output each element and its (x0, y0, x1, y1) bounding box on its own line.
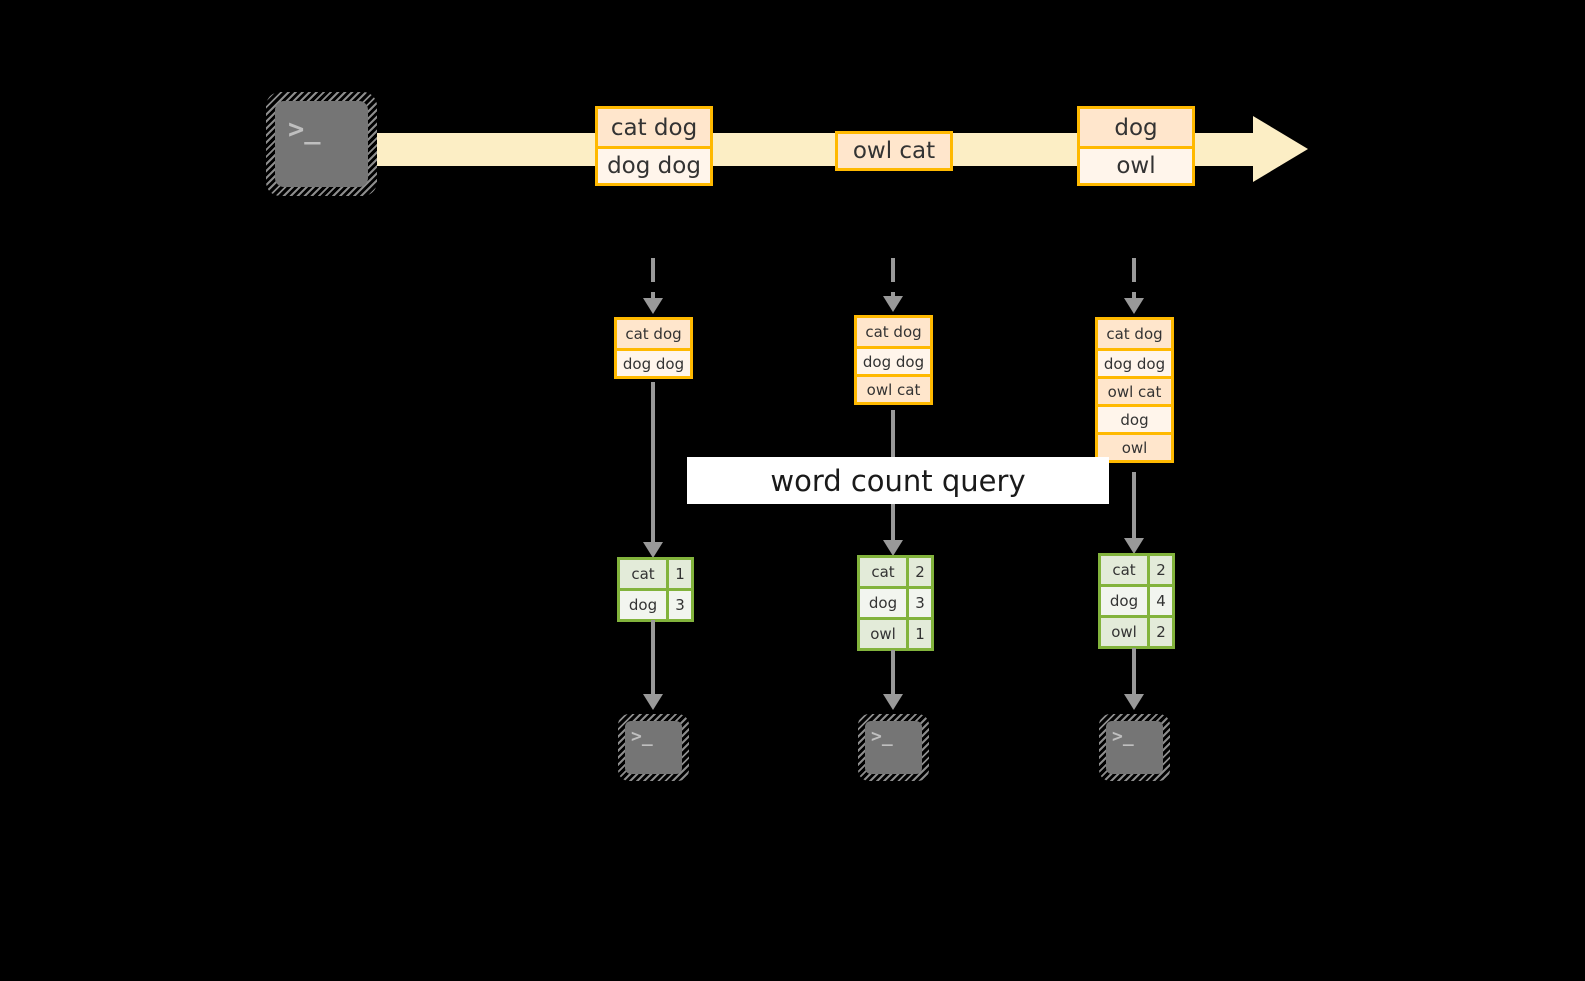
result-word: cat (1101, 556, 1147, 584)
table-row: dog 3 (620, 588, 691, 619)
query-label: word count query (687, 457, 1109, 504)
input-row: owl cat (1098, 376, 1171, 404)
snapshot-1-result-table: cat 1 dog 3 (617, 557, 694, 622)
producer-terminal-icon: >_ (266, 92, 377, 196)
table-row: owl 1 (860, 617, 931, 648)
stream-event-line: cat dog (598, 109, 710, 146)
consumer-terminal-1-icon: >_ (618, 714, 689, 781)
result-word: owl (860, 620, 906, 648)
stream-event-line: dog dog (598, 146, 710, 183)
dashed-arrow-down-icon (1124, 298, 1144, 314)
snapshot-2-output-arrow (891, 650, 895, 698)
input-row: dog dog (1098, 348, 1171, 376)
input-row: owl cat (857, 374, 930, 402)
snapshot-1-output-arrow (651, 620, 655, 698)
dashed-arrow-down-icon (883, 296, 903, 312)
input-row: dog (1098, 404, 1171, 432)
table-row: owl 2 (1101, 615, 1172, 646)
block-arrow-right-icon (1253, 116, 1308, 182)
input-row: owl (1098, 432, 1171, 460)
consumer-terminal-3-icon: >_ (1099, 714, 1170, 781)
result-count: 3 (906, 589, 931, 617)
input-row: cat dog (857, 318, 930, 346)
result-count: 2 (1147, 618, 1172, 646)
arrow-down-icon (643, 694, 663, 710)
terminal-screen (865, 721, 922, 774)
result-count: 1 (666, 560, 691, 588)
dashed-arrow-down-icon (891, 258, 895, 300)
arrow-down-icon (1124, 538, 1144, 554)
snapshot-3-output-arrow (1132, 648, 1136, 698)
result-word: cat (860, 558, 906, 586)
arrow-down-icon (1124, 694, 1144, 710)
stream-event-2: owl cat (835, 131, 953, 171)
terminal-screen (625, 721, 682, 774)
result-count: 4 (1147, 587, 1172, 615)
snapshot-1-query-arrow (651, 382, 655, 550)
result-count: 3 (666, 591, 691, 619)
snapshot-3-query-arrow (1132, 472, 1136, 548)
terminal-prompt-icon: >_ (871, 726, 893, 747)
stream-event-line: owl (1080, 146, 1192, 183)
result-word: dog (1101, 587, 1147, 615)
result-word: cat (620, 560, 666, 588)
snapshot-2-result-table: cat 2 dog 3 owl 1 (857, 555, 934, 651)
input-row: dog dog (857, 346, 930, 374)
terminal-screen (1106, 721, 1163, 774)
stream-event-1: cat dog dog dog (595, 106, 713, 186)
terminal-prompt-icon: >_ (288, 114, 321, 145)
result-word: owl (1101, 618, 1147, 646)
dashed-arrow-down-icon (1132, 258, 1136, 302)
table-row: dog 4 (1101, 584, 1172, 615)
result-count: 1 (906, 620, 931, 648)
input-row: cat dog (1098, 320, 1171, 348)
terminal-prompt-icon: >_ (1112, 726, 1134, 747)
table-row: cat 1 (620, 560, 691, 588)
terminal-screen (275, 101, 368, 187)
stream-event-3: dog owl (1077, 106, 1195, 186)
result-count: 2 (906, 558, 931, 586)
dashed-arrow-down-icon (651, 258, 655, 302)
input-row: cat dog (617, 320, 690, 348)
snapshot-3-result-table: cat 2 dog 4 owl 2 (1098, 553, 1175, 649)
dashed-arrow-down-icon (643, 298, 663, 314)
stream-event-line: dog (1080, 109, 1192, 146)
arrow-down-icon (883, 694, 903, 710)
result-word: dog (860, 589, 906, 617)
table-row: cat 2 (1101, 556, 1172, 584)
arrow-down-icon (883, 540, 903, 556)
consumer-terminal-2-icon: >_ (858, 714, 929, 781)
snapshot-1-input-table: cat dog dog dog (614, 317, 693, 379)
arrow-down-icon (643, 542, 663, 558)
table-row: dog 3 (860, 586, 931, 617)
terminal-prompt-icon: >_ (631, 726, 653, 747)
snapshot-2-input-table: cat dog dog dog owl cat (854, 315, 933, 405)
stream-event-line: owl cat (838, 134, 950, 168)
input-row: dog dog (617, 348, 690, 376)
table-row: cat 2 (860, 558, 931, 586)
result-word: dog (620, 591, 666, 619)
result-count: 2 (1147, 556, 1172, 584)
snapshot-3-input-table: cat dog dog dog owl cat dog owl (1095, 317, 1174, 463)
